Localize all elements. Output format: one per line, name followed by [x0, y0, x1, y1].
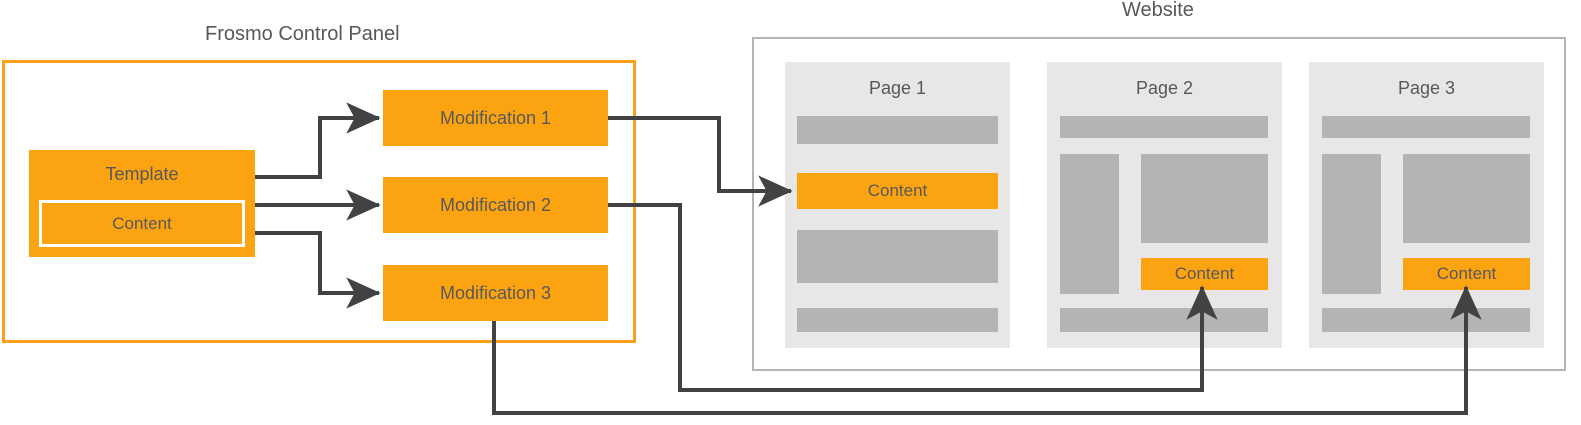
page-2-block-top: [1060, 116, 1268, 138]
page-3-content-block[interactable]: Content: [1403, 258, 1530, 290]
page-3-card[interactable]: Page 3 Content: [1309, 62, 1544, 348]
page-2-title: Page 2: [1135, 78, 1194, 98]
page-3-block-right: [1403, 154, 1530, 243]
control-panel-boundary: [2, 60, 636, 343]
page-1-block-bottom: [797, 308, 998, 332]
page-2-block-bottom: [1060, 308, 1268, 332]
modification-2-box[interactable]: Modification 2: [383, 177, 608, 233]
page-1-title: Page 1: [868, 78, 927, 98]
page-3-title: Page 3: [1397, 78, 1456, 98]
page-1-card[interactable]: Page 1 Content: [785, 62, 1010, 348]
page-1-block-middle: [797, 230, 998, 283]
template-content-box[interactable]: Content: [39, 200, 245, 247]
template-label: Template: [105, 164, 179, 184]
page-2-block-left-column: [1060, 154, 1119, 294]
page-2-card[interactable]: Page 2 Content: [1047, 62, 1282, 348]
page-3-block-bottom: [1322, 308, 1530, 332]
page-1-block-top: [797, 116, 998, 144]
control-panel-title: Frosmo Control Panel: [205, 23, 400, 45]
page-3-block-top: [1322, 116, 1530, 138]
page-2-block-right: [1141, 154, 1268, 243]
page-2-content-block[interactable]: Content: [1141, 258, 1268, 290]
modification-3-box[interactable]: Modification 3: [383, 265, 608, 321]
modification-1-box[interactable]: Modification 1: [383, 90, 608, 146]
page-1-content-block[interactable]: Content: [797, 173, 998, 209]
page-3-block-left-column: [1322, 154, 1381, 294]
website-title: Website: [1122, 0, 1194, 21]
template-box[interactable]: Template Content: [29, 150, 255, 257]
